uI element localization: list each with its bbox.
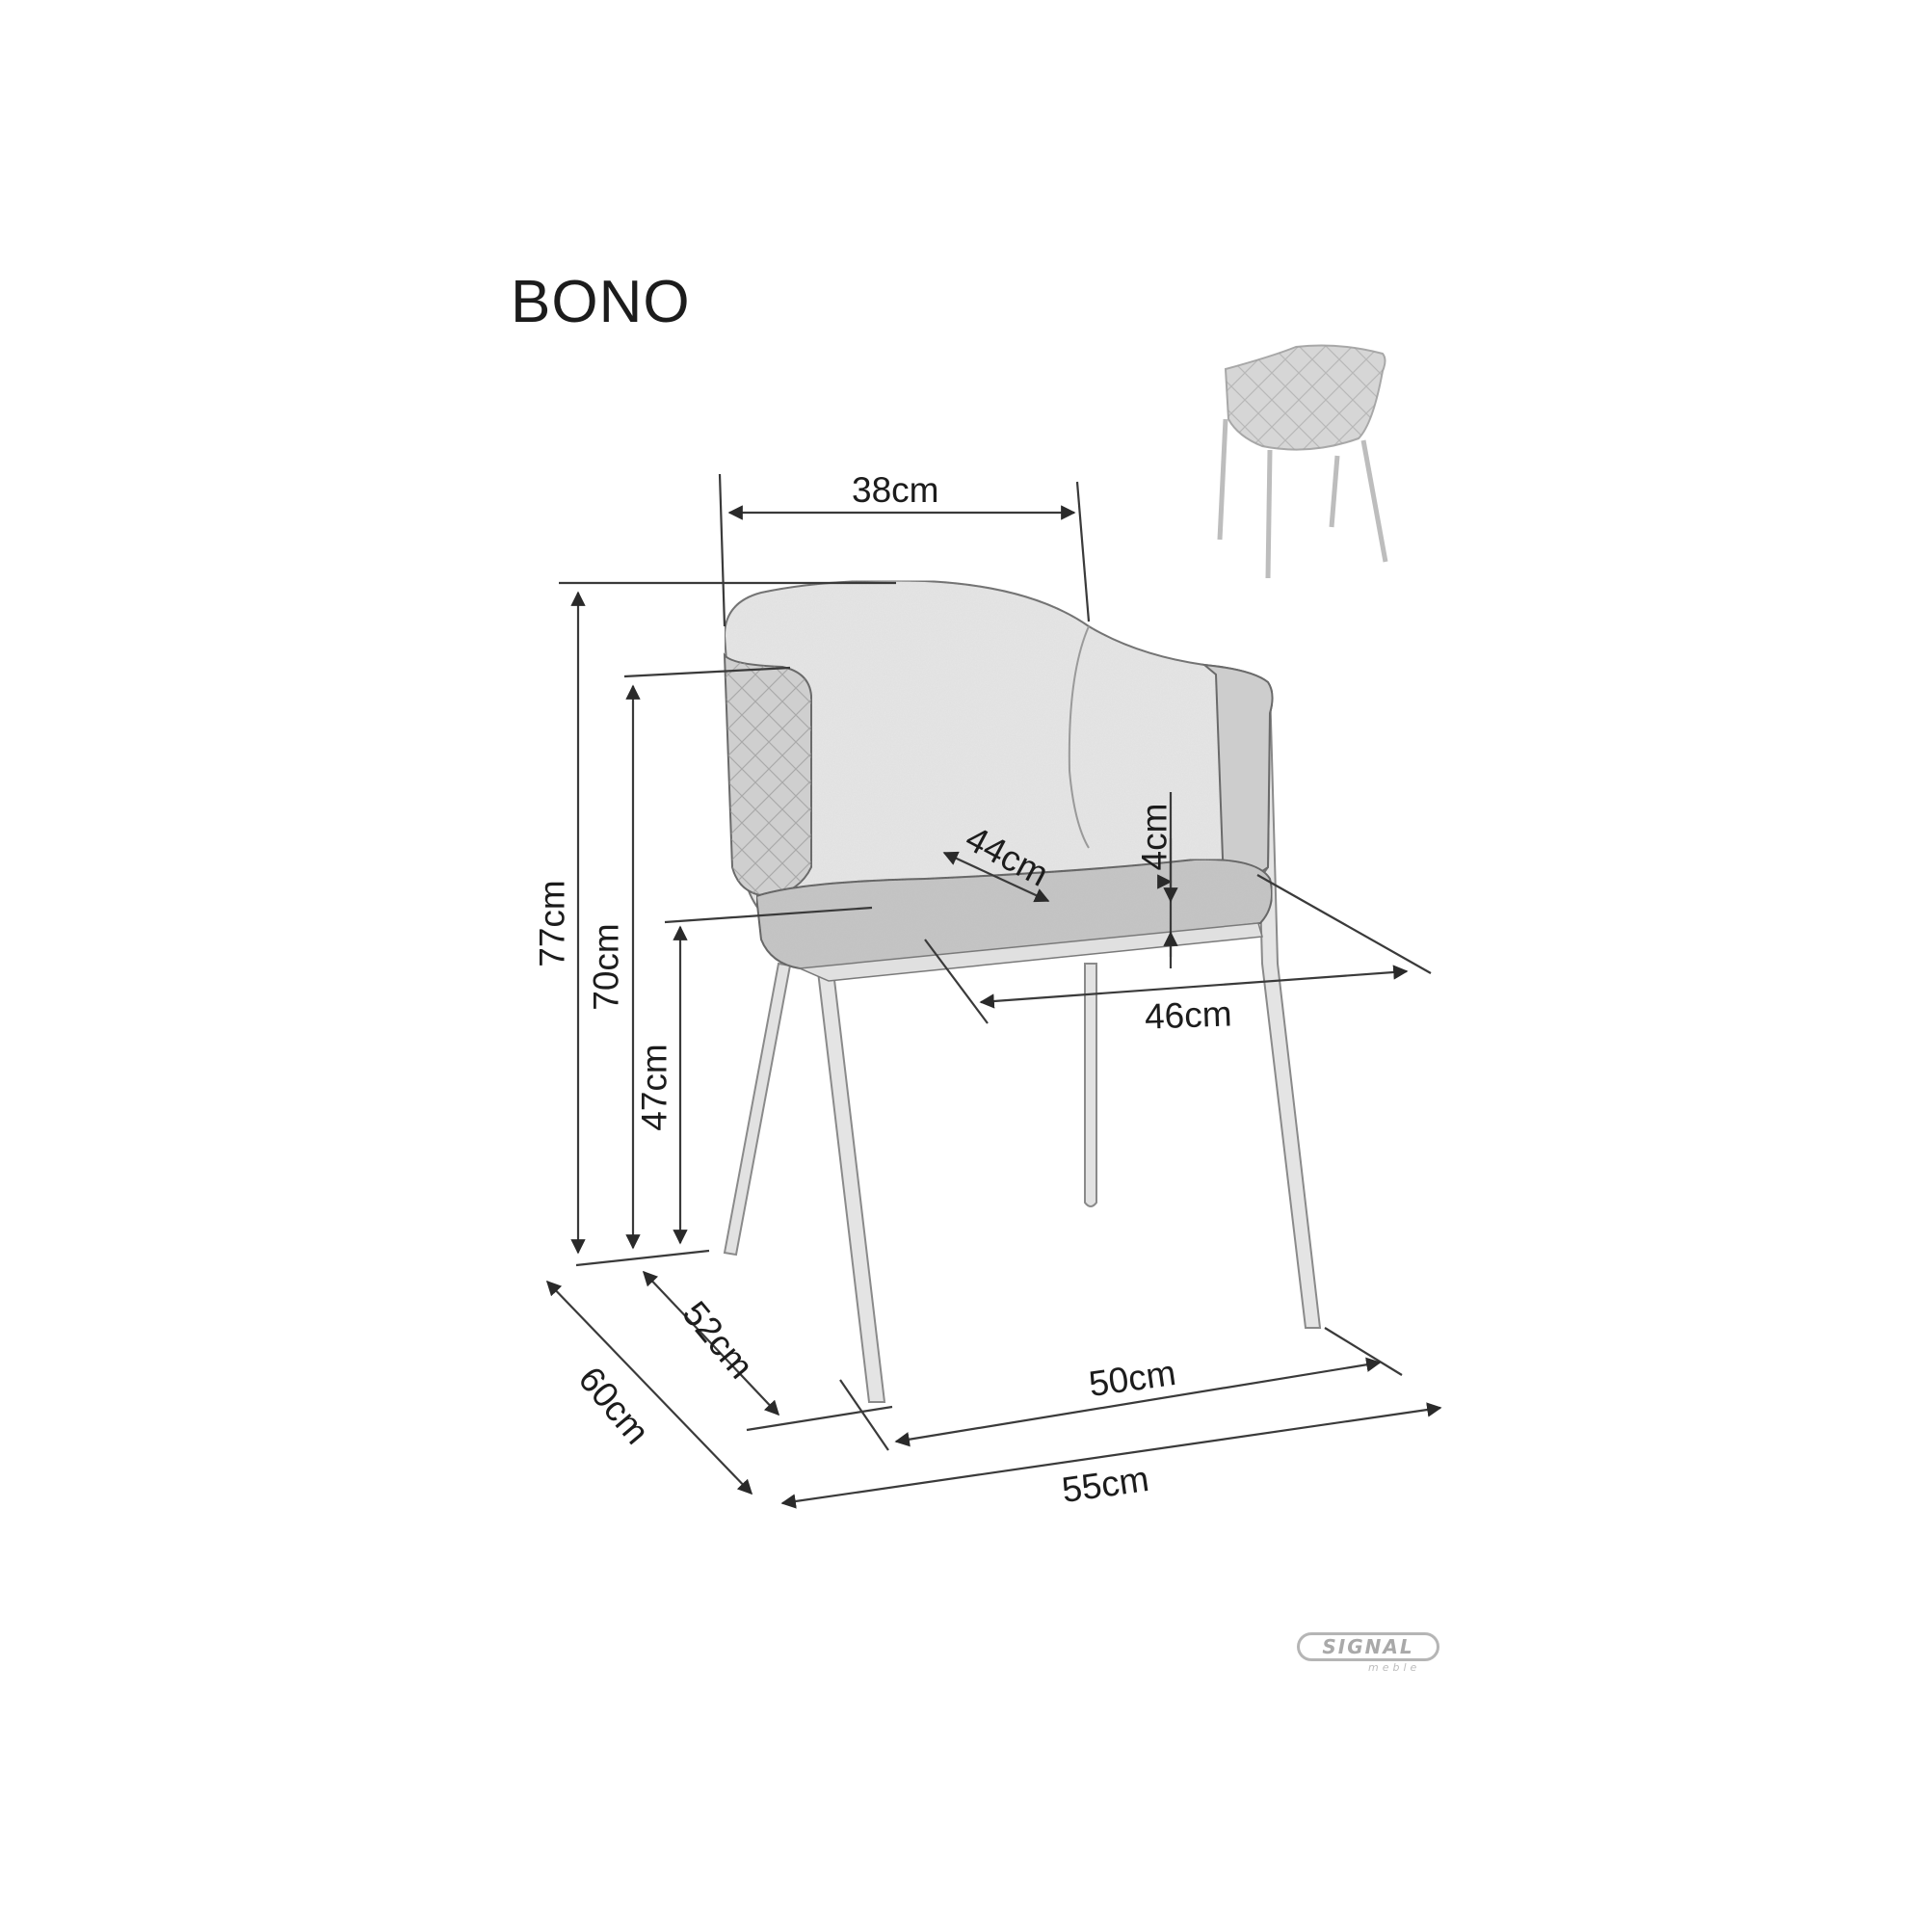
- chair-main: [723, 579, 1322, 1403]
- back-right-leg: [1084, 963, 1097, 1207]
- logo-text: SIGNAL: [1322, 1635, 1414, 1658]
- logo-subtext: meble: [1368, 1661, 1421, 1674]
- back-left-leg: [723, 962, 792, 1257]
- dim-label-seat-thickness: 4cm: [1134, 803, 1175, 871]
- dim-label-seat-height: 47cm: [634, 1044, 674, 1131]
- dim-label-total-height: 77cm: [532, 880, 572, 967]
- thumbnail-rear-view: [1217, 344, 1388, 579]
- dim-label-backrest-width: 38cm: [852, 470, 939, 510]
- dim-label-armrest-height: 70cm: [586, 923, 626, 1011]
- dimension-lines: [545, 473, 1442, 1509]
- signal-logo: SIGNAL: [1297, 1632, 1439, 1661]
- product-title: BONO: [511, 269, 691, 335]
- dim-label-seat-width: 46cm: [1144, 993, 1233, 1037]
